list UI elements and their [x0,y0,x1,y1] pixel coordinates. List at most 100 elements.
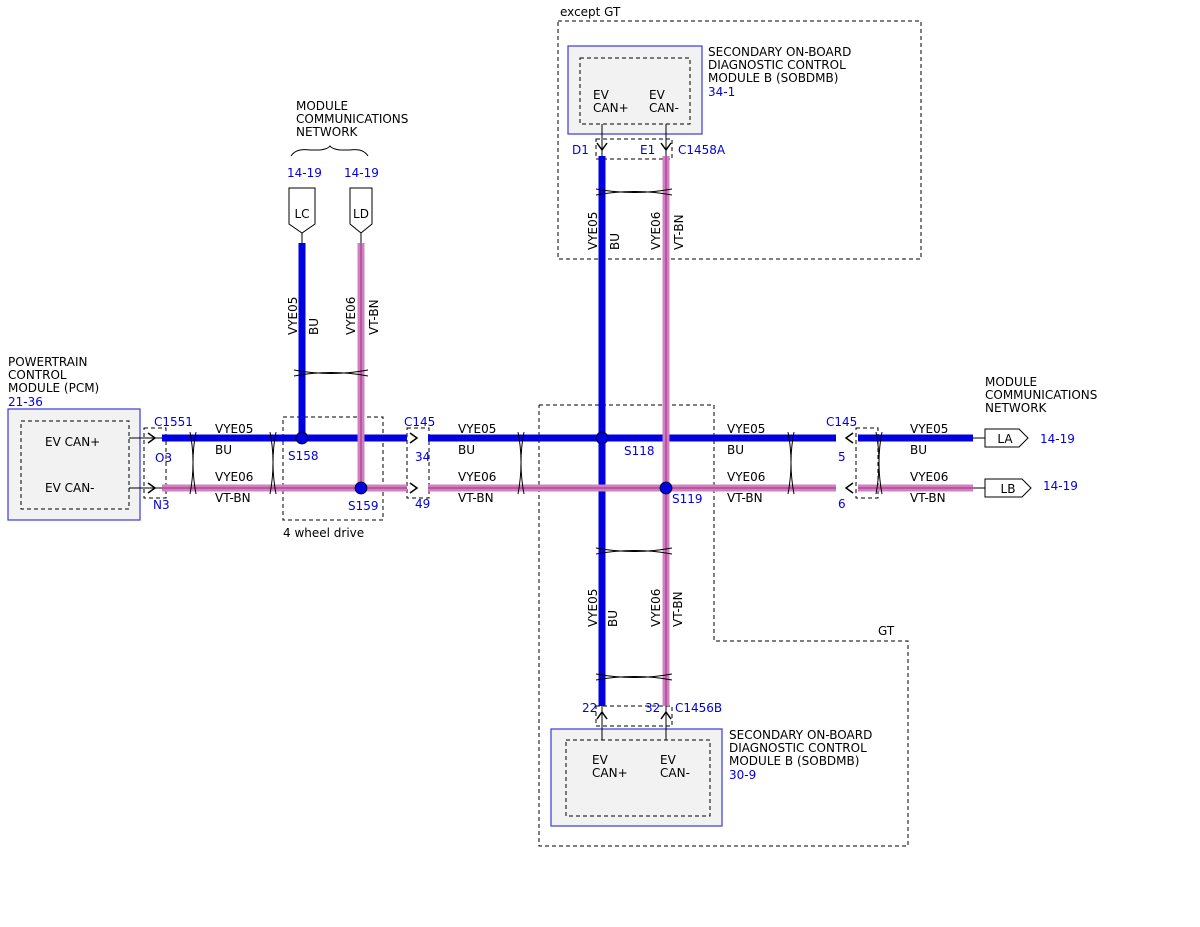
c1456b-pin-plus: 22 [582,701,597,715]
svg-text:VYE06: VYE06 [727,470,765,484]
sobdmb-bottom-pin-minus-2: CAN- [660,766,690,780]
c145-left-label: C145 [404,415,435,429]
lb-connector[interactable]: LB [984,478,1032,498]
sobdmb-bottom-name-1: SECONDARY ON-BOARD [729,728,872,742]
svg-text:VYE05: VYE05 [586,589,600,627]
c1551-pin-minus: N3 [153,498,170,512]
network-top-name-1: MODULE [296,99,348,113]
pcm-pin-minus: EV CAN- [45,481,95,495]
svg-text:VYE05: VYE05 [727,422,765,436]
vertical-wire-labels: VYE05 BU VYE06 VT-BN VYE05 BU VYE06 VT-B… [286,212,686,627]
svg-text:VYE06: VYE06 [910,470,948,484]
c145-left-pin-plus: 34 [415,450,430,464]
svg-text:VT-BN: VT-BN [671,591,685,627]
splice-s158-dot[interactable] [295,431,309,445]
la-ref[interactable]: 14-19 [1040,432,1075,446]
svg-text:VYE05: VYE05 [910,422,948,436]
four-wheel-drive-box [282,416,384,521]
svg-text:VT-BN: VT-BN [910,491,946,505]
sobdmb-top-name-1: SECONDARY ON-BOARD [708,45,851,59]
svg-text:VYE05: VYE05 [458,422,496,436]
svg-text:VT-BN: VT-BN [458,491,494,505]
sobdmb-top-ref[interactable]: 34-1 [708,85,735,99]
sobdmb-bottom-module[interactable]: EV CAN+ EV CAN- [550,728,723,827]
four-wheel-drive-label: 4 wheel drive [283,526,364,540]
svg-text:VYE06: VYE06 [344,297,358,335]
c145-right-pin-minus: 6 [838,497,846,511]
lb-label: LB [1001,482,1016,496]
svg-text:VYE05: VYE05 [286,297,300,335]
gt-label: GT [878,624,895,638]
svg-text:VT-BN: VT-BN [727,491,763,505]
pcm-pin-plus: EV CAN+ [45,435,100,449]
network-top-name-2: COMMUNICATIONS [296,112,408,126]
svg-text:VYE05: VYE05 [215,422,253,436]
svg-text:VYE05: VYE05 [586,212,600,250]
sobdmb-top-pin-minus-2: CAN- [649,101,679,115]
splice-s119-label: S119 [672,492,703,506]
c1551-pin-plus: O3 [155,451,172,465]
svg-text:BU: BU [910,443,927,457]
sobdmb-bottom-ref[interactable]: 30-9 [729,768,756,782]
option-boxes [143,20,922,847]
sobdmb-bottom-pin-minus-1: EV [660,753,677,767]
sobdmb-top-pin-minus-1: EV [649,88,666,102]
gt-box [538,404,909,847]
except-gt-label: except GT [560,5,621,19]
module-stubs [129,124,985,740]
splice-s158-label: S158 [288,449,319,463]
c1551-box [143,427,167,499]
sobdmb-bottom-name-3: MODULE B (SOBDMB) [729,754,859,768]
wires-can-plus [162,156,973,706]
c1551-label: C1551 [154,415,193,429]
sobdmb-bottom-pin-plus-2: CAN+ [592,766,628,780]
network-right-name-3: NETWORK [985,401,1048,415]
svg-text:BU: BU [307,318,321,335]
c145-right-pin-plus: 5 [838,450,846,464]
c1456b-label: C1456B [675,701,722,715]
c145-right-label: C145 [826,415,857,429]
svg-text:BU: BU [727,443,744,457]
sobdmb-top-module[interactable]: EV CAN+ EV CAN- [567,45,703,135]
splice-s118-dot[interactable] [595,431,609,445]
lc-ref[interactable]: 14-19 [287,166,322,180]
svg-text:VYE06: VYE06 [649,212,663,250]
c1456b-box [595,705,673,727]
svg-text:BU: BU [458,443,475,457]
splice-s118-label: S118 [624,444,655,458]
network-right-name-1: MODULE [985,375,1037,389]
ld-ref[interactable]: 14-19 [344,166,379,180]
network-top-brace [290,145,369,157]
pcm-name-1: POWERTRAIN [8,355,88,369]
splice-s159-dot[interactable] [354,481,368,495]
sobdmb-top-name-2: DIAGNOSTIC CONTROL [708,58,846,72]
sobdmb-bottom-pin-plus-1: EV [592,753,609,767]
svg-text:VYE06: VYE06 [649,589,663,627]
ld-connector[interactable]: LD [349,187,373,243]
sobdmb-bottom-name-2: DIAGNOSTIC CONTROL [729,741,867,755]
c1458a-pin-plus: D1 [572,143,589,157]
sobdmb-top-pin-plus-2: CAN+ [593,101,629,115]
c145-left-box [406,427,430,499]
svg-text:VYE06: VYE06 [458,470,496,484]
c1458a-label: C1458A [678,143,726,157]
splice-s159-label: S159 [348,499,379,513]
network-top-name-3: NETWORK [296,125,359,139]
lb-ref[interactable]: 14-19 [1043,479,1078,493]
la-connector[interactable]: LA [984,428,1029,448]
svg-text:VT-BN: VT-BN [215,491,251,505]
connector-chevrons [147,142,854,720]
lc-connector[interactable]: LC [288,187,316,243]
c1458a-pin-minus: E1 [640,143,655,157]
la-label: LA [997,432,1013,446]
c145-left-pin-minus: 49 [415,497,430,511]
pcm-name-2: CONTROL [8,368,67,382]
twisted-pair-markers [189,188,883,681]
pcm-module[interactable]: EV CAN+ EV CAN- [7,408,141,521]
horizontal-wire-labels: VYE05 BU VYE06 VT-BN VYE05 BU VYE06 VT-B… [215,422,948,505]
pcm-ref[interactable]: 21-36 [8,395,43,409]
wires-can-minus [162,156,973,706]
svg-text:BU: BU [606,610,620,627]
splice-s119-dot[interactable] [659,481,673,495]
